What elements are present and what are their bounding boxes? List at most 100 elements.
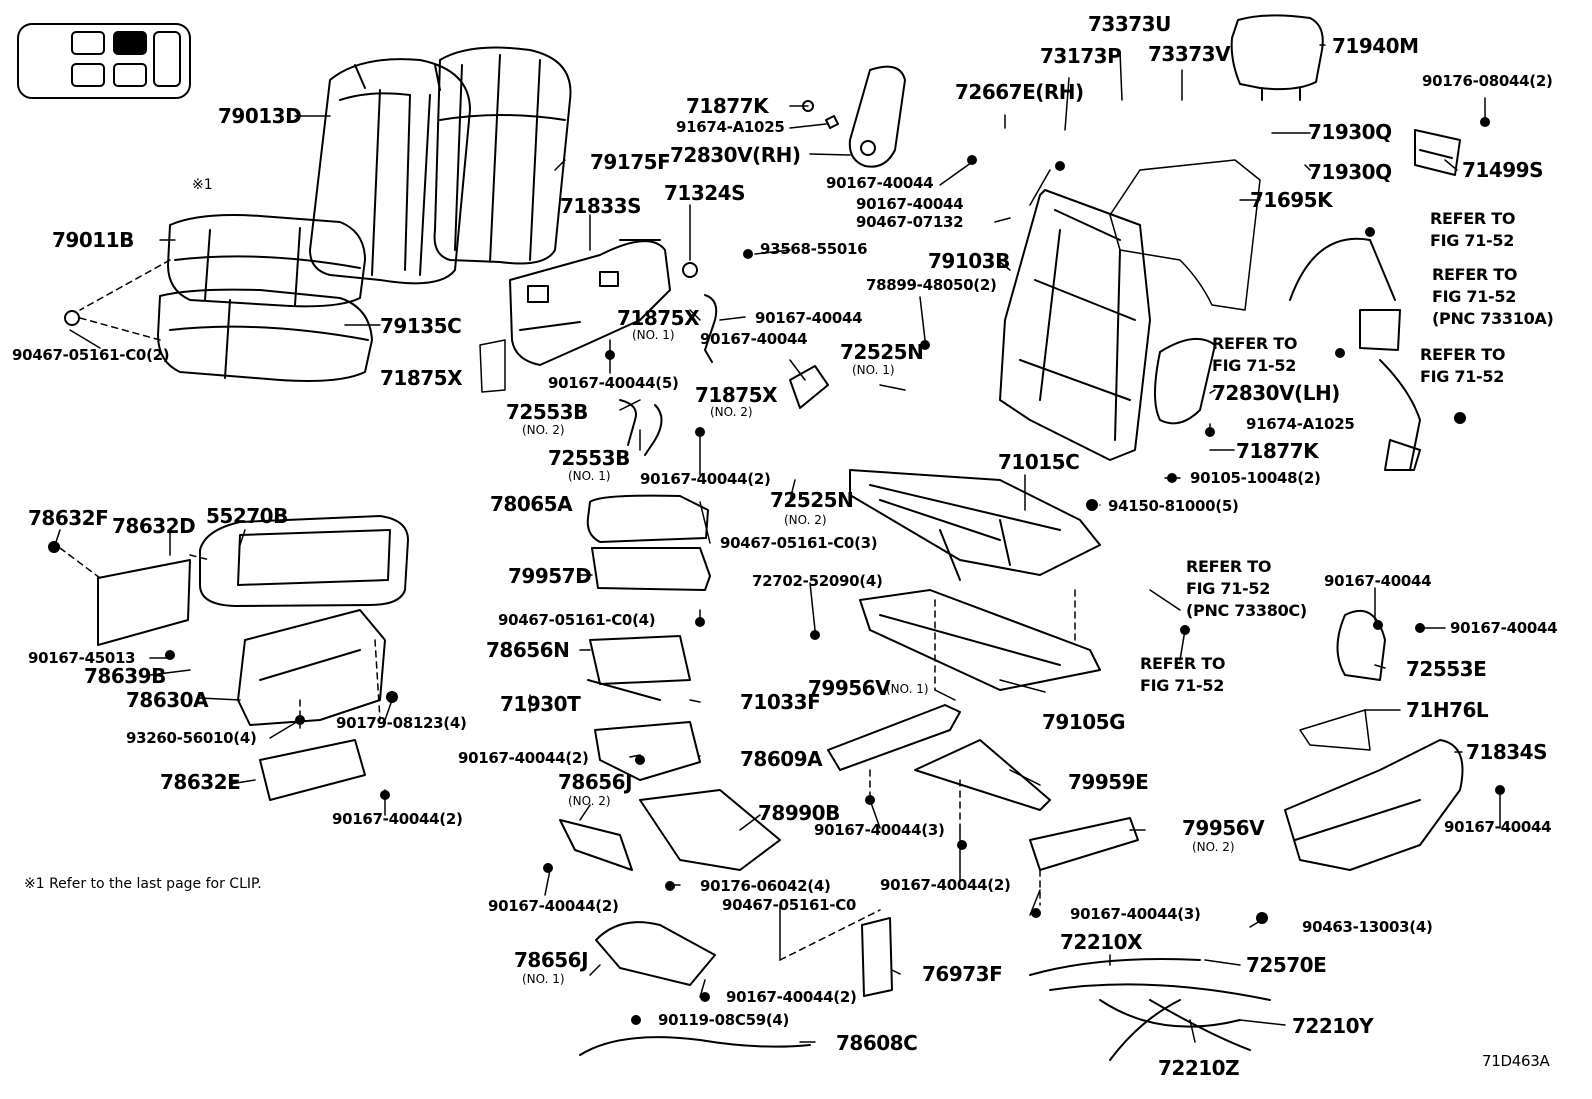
seat-belt-drawing bbox=[1289, 237, 1421, 471]
reference-note: REFER TO FIG 71-52 bbox=[1420, 345, 1506, 386]
cover-no2-drawing bbox=[559, 819, 633, 871]
part-label: 73373V bbox=[1148, 42, 1231, 66]
part-label: 78639B bbox=[84, 664, 166, 688]
part-label: 90167-40044(2) bbox=[458, 749, 589, 767]
part-label: 90167-40044 bbox=[1324, 572, 1432, 590]
part-label: 71875X bbox=[380, 366, 463, 390]
part-label: 79956V bbox=[1182, 816, 1265, 840]
part-label: 73373U bbox=[1088, 12, 1171, 36]
part-label: 78065A bbox=[490, 492, 573, 516]
part-label: 72210Z bbox=[1158, 1056, 1240, 1080]
part-label: 79011B bbox=[52, 228, 134, 252]
part-label: 90467-05161-C0(4) bbox=[498, 611, 656, 629]
tray-drawing bbox=[587, 635, 691, 701]
console-frame-drawing bbox=[237, 609, 386, 726]
part-label: 72667E(RH) bbox=[955, 80, 1084, 104]
part-label: 78608C bbox=[836, 1031, 918, 1055]
part-label: 78899-48050(2) bbox=[866, 276, 997, 294]
part-label: 79959E bbox=[1068, 770, 1149, 794]
part-label: 90167-40044 bbox=[755, 309, 863, 327]
part-label: 90167-40044(2) bbox=[640, 470, 771, 488]
part-label: 71834S bbox=[1466, 740, 1547, 764]
leader-lines bbox=[54, 44, 1501, 1043]
under-cover-drawing bbox=[914, 739, 1051, 811]
part-label: 79105G bbox=[1042, 710, 1126, 734]
part-label: 93568-55016 bbox=[760, 240, 868, 258]
reference-note: REFER TO FIG 71-52 bbox=[1140, 654, 1226, 695]
part-label: 72553B bbox=[548, 446, 630, 470]
part-label: 71H76L bbox=[1406, 698, 1489, 722]
clip-note: ※1 Refer to the last page for CLIP. bbox=[24, 876, 262, 892]
part-label: 91674-A1025 bbox=[676, 118, 785, 136]
part-label: 71833S bbox=[560, 194, 641, 218]
plate-drawing bbox=[861, 917, 893, 997]
part-label: 71695K bbox=[1250, 188, 1333, 212]
part-label-qualifier: (NO. 1) bbox=[568, 469, 611, 483]
part-label: 90167-40044(3) bbox=[1070, 905, 1201, 923]
armrest-rh-drawing bbox=[848, 65, 906, 168]
part-label: 90167-40044 bbox=[1444, 818, 1552, 836]
part-label: 78656J bbox=[558, 770, 633, 794]
armrest-cushion-drawing bbox=[591, 547, 711, 591]
part-label: 90167-40044(2) bbox=[726, 988, 857, 1006]
part-label: 91674-A1025 bbox=[1246, 415, 1355, 433]
part-label: 55270B bbox=[206, 504, 288, 528]
part-label-qualifier: (NO. 1) bbox=[852, 363, 895, 377]
part-label: 90167-40044(3) bbox=[814, 821, 945, 839]
part-label: 71930T bbox=[500, 692, 581, 716]
part-label: 90176-06042(4) bbox=[700, 877, 831, 895]
part-label: 78656J bbox=[514, 948, 589, 972]
part-label: 72210X bbox=[1060, 930, 1143, 954]
part-label: 90105-10048(2) bbox=[1190, 469, 1321, 487]
part-label-qualifier: (NO. 2) bbox=[568, 794, 611, 808]
seatback-pad-drawing bbox=[433, 46, 572, 265]
latch-plate-drawing bbox=[639, 789, 781, 871]
part-label: 71015C bbox=[998, 450, 1080, 474]
part-label: 72553E bbox=[1406, 657, 1487, 681]
reference-note: REFER TO FIG 71-52 bbox=[1212, 334, 1298, 375]
seat-cushion-cover-drawing bbox=[167, 214, 366, 308]
part-label-qualifier: (NO. 1) bbox=[632, 328, 675, 342]
part-label: 71033F bbox=[740, 690, 821, 714]
seat-cushion-pad-drawing bbox=[157, 288, 373, 382]
part-label: 90167-40044(2) bbox=[488, 897, 619, 915]
part-label: 72570E bbox=[1246, 953, 1327, 977]
part-label: 73173P bbox=[1040, 44, 1122, 68]
side-shield-drawing bbox=[1284, 739, 1464, 871]
wire-harness-drawing bbox=[1029, 958, 1271, 1061]
part-label: 90463-13003(4) bbox=[1302, 918, 1433, 936]
part-label: 90176-08044(2) bbox=[1422, 72, 1553, 90]
part-label: 78656N bbox=[486, 638, 570, 662]
part-label-qualifier: (NO. 2) bbox=[1192, 840, 1235, 854]
cable-drawing bbox=[579, 1036, 811, 1056]
part-label: 90467-05161-C0 bbox=[722, 896, 857, 914]
slide-rail-drawing bbox=[859, 589, 1101, 691]
part-label: 78632E bbox=[160, 770, 241, 794]
part-label-qualifier: (NO. 2) bbox=[522, 423, 565, 437]
part-label: 90467-05161-C0(3) bbox=[720, 534, 878, 552]
part-label: 90167-40044(2) bbox=[880, 876, 1011, 894]
part-label: 78630A bbox=[126, 688, 209, 712]
cover-no1-drawing bbox=[595, 921, 716, 986]
part-label: 90167-40044 bbox=[1450, 619, 1558, 637]
reference-note: REFER TO FIG 71-52 (PNC 73310A) bbox=[1432, 265, 1554, 328]
part-label: 79103B bbox=[928, 249, 1010, 273]
part-label: 72525N bbox=[840, 340, 924, 364]
part-label: 78609A bbox=[740, 747, 823, 771]
part-label: 71499S bbox=[1462, 158, 1543, 182]
part-label: 71324S bbox=[664, 181, 745, 205]
part-label: 76973F bbox=[922, 962, 1003, 986]
hinge-drawing bbox=[594, 721, 701, 781]
part-label: 90167-45013 bbox=[28, 649, 136, 667]
leg-cover-no1-drawing bbox=[827, 704, 961, 771]
headrest-drawing bbox=[1230, 14, 1324, 101]
part-label: 90119-08C59(4) bbox=[658, 1011, 790, 1029]
part-label: 79956V bbox=[808, 676, 891, 700]
part-label: 90167-40044 bbox=[826, 174, 934, 192]
seatback-cover-drawing bbox=[309, 58, 471, 285]
clip-marker: ※1 bbox=[192, 177, 213, 193]
part-label: 78990B bbox=[758, 801, 840, 825]
part-label: 71877K bbox=[686, 94, 769, 118]
seat-track-drawing bbox=[849, 469, 1101, 581]
